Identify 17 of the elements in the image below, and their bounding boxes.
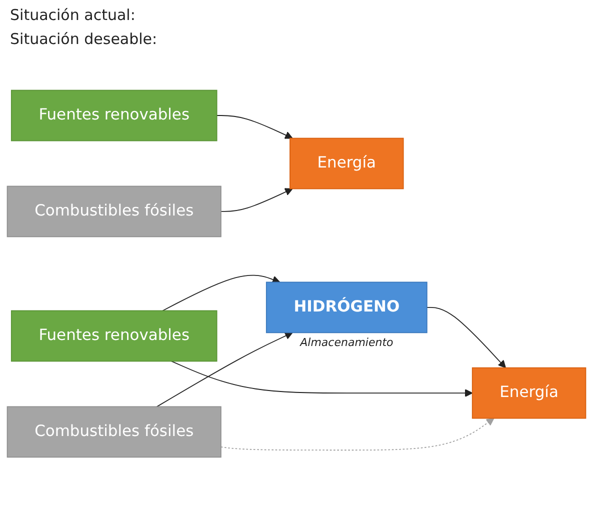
arrow — [162, 275, 280, 312]
arrow — [170, 361, 473, 398]
arrow — [220, 188, 293, 212]
caption-text: Almacenamiento — [300, 336, 394, 349]
arrow — [156, 332, 293, 408]
node-box: Energía — [290, 138, 404, 190]
section-heading: Situación deseable: — [10, 30, 158, 48]
arrow — [220, 418, 494, 451]
section-heading: Situación actual: — [10, 6, 136, 24]
node-box: Combustibles fósiles — [6, 406, 222, 458]
node-box: Energía — [472, 368, 586, 420]
node-box: Fuentes renovables — [10, 310, 218, 362]
arrow — [426, 307, 506, 368]
arrow — [216, 115, 293, 140]
node-box: Combustibles fósiles — [6, 186, 222, 238]
node-box: HIDRÓGENO — [266, 282, 428, 334]
node-box: Fuentes renovables — [10, 90, 218, 142]
